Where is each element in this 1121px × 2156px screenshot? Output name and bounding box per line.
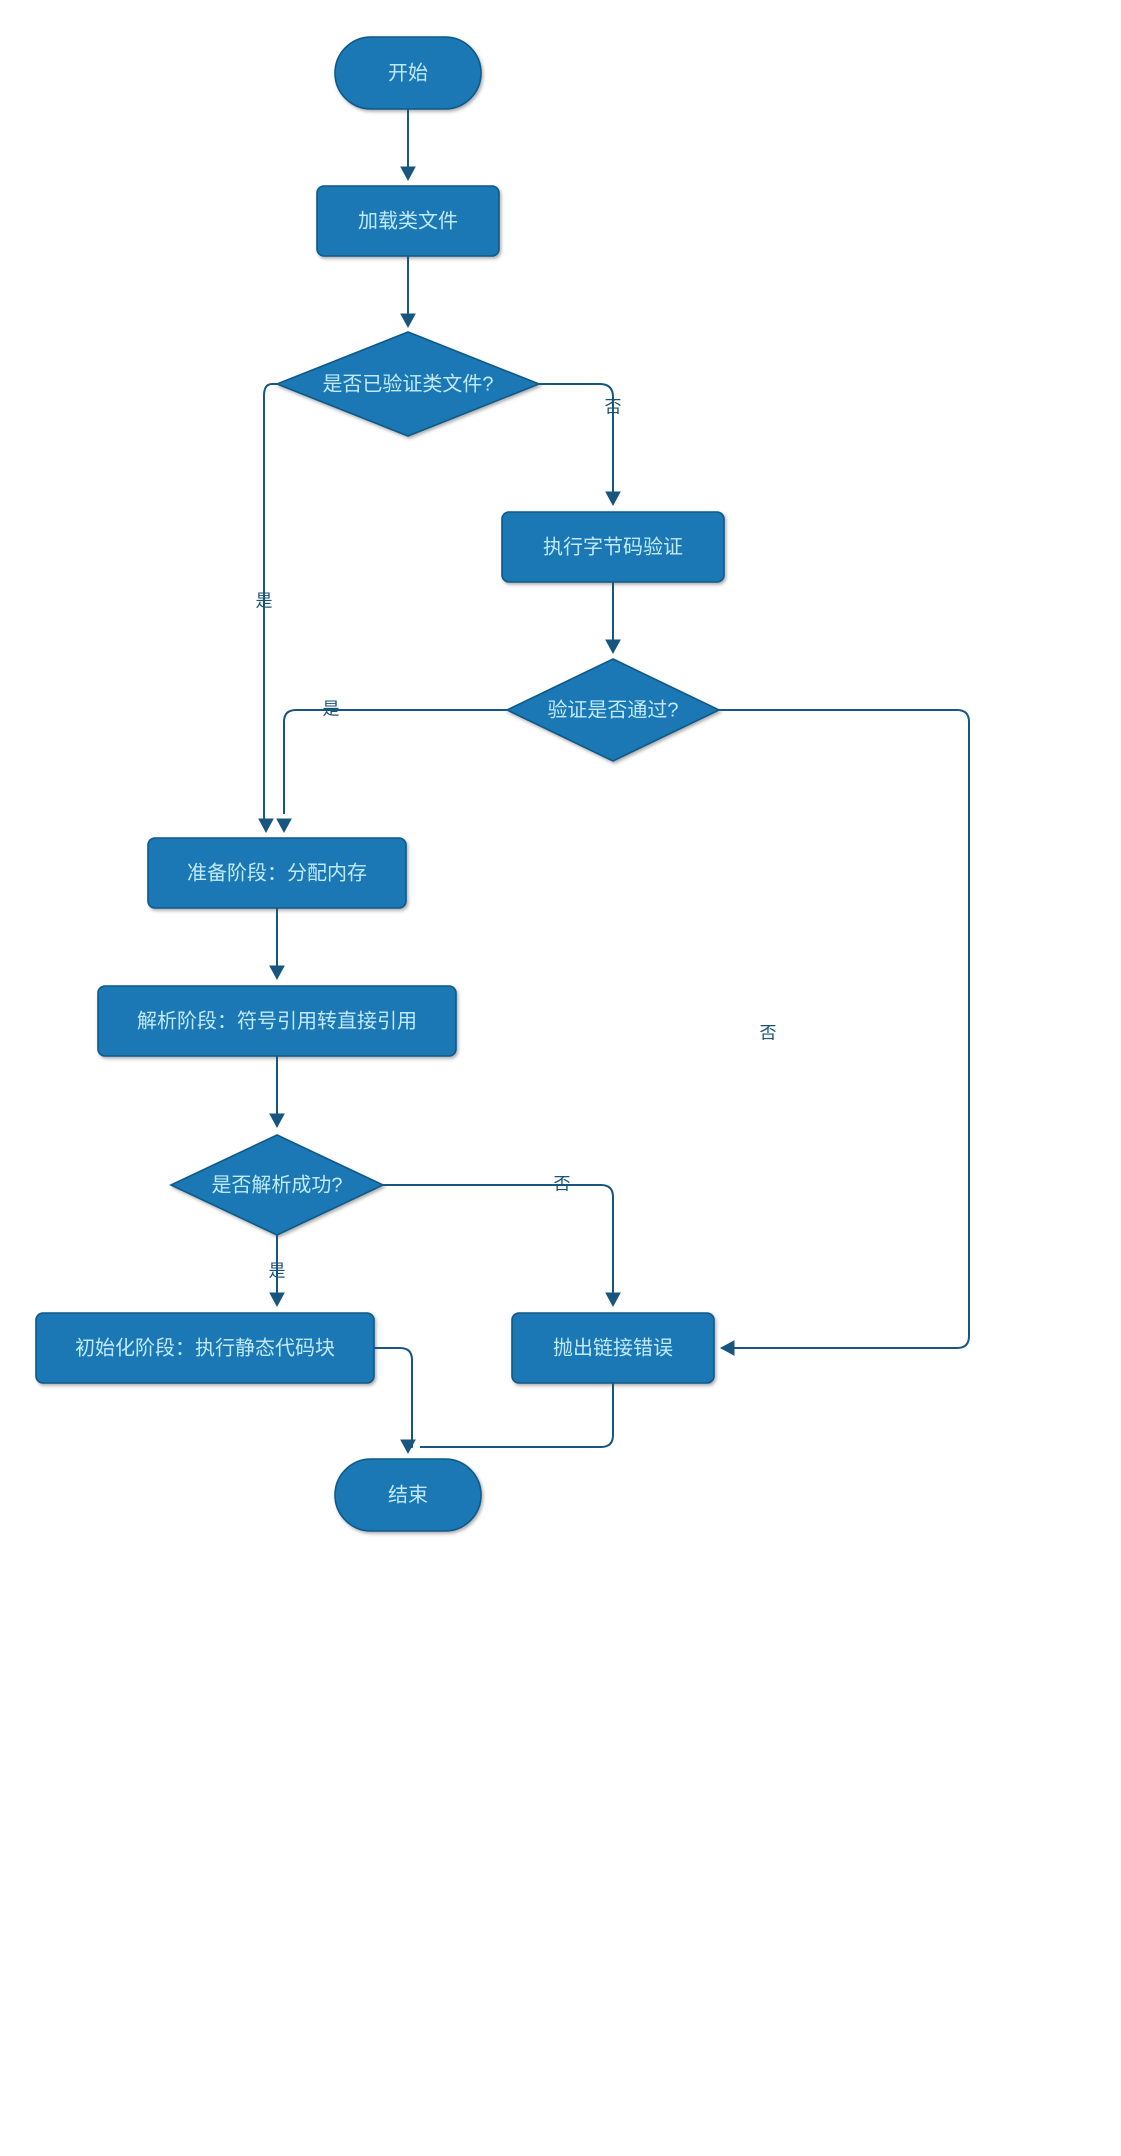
- edge-init-to-end: [374, 1347, 413, 1448]
- node-prepare[interactable]: 准备阶段：分配内存: [147, 837, 407, 909]
- node-shape-start: [334, 36, 482, 110]
- arrowhead-e-ok-no: [605, 1292, 621, 1308]
- node-shape-end: [334, 1458, 482, 1532]
- node-shape-resolve: [97, 985, 457, 1057]
- node-end[interactable]: 结束: [334, 1458, 482, 1532]
- edge-label-e-verified-no: 否: [605, 397, 622, 416]
- edge-label-e-passed-no: 否: [760, 1023, 777, 1042]
- node-ok[interactable]: 是否解析成功?: [169, 1134, 385, 1236]
- edge-error-to-end: [420, 1383, 614, 1448]
- node-resolve[interactable]: 解析阶段：符号引用转直接引用: [97, 985, 457, 1057]
- arrowhead-e-bytecode-passed: [605, 639, 621, 655]
- edge-label-e-passed-yes: 是: [323, 699, 340, 718]
- node-shape-load: [316, 185, 500, 257]
- edge-label-e-ok-yes: 是: [269, 1261, 286, 1280]
- node-error[interactable]: 抛出链接错误: [511, 1312, 715, 1384]
- node-bytecode[interactable]: 执行字节码验证: [501, 511, 725, 583]
- node-shape-error: [511, 1312, 715, 1384]
- node-start[interactable]: 开始: [334, 36, 482, 110]
- arrowhead-e-passed-no: [719, 1340, 735, 1356]
- edge-passed-to-error: [719, 709, 970, 1349]
- arrowhead-e-verified-yes: [258, 818, 274, 834]
- node-shape-ok: [169, 1134, 385, 1236]
- edge-passed-to-prepare: [283, 709, 507, 814]
- arrowhead-e-ok-yes: [269, 1292, 285, 1308]
- arrowhead-e-init-end: [400, 1439, 416, 1455]
- node-shape-bytecode: [501, 511, 725, 583]
- arrowhead-e-verified-no: [605, 491, 621, 507]
- node-verified[interactable]: 是否已验证类文件?: [274, 331, 542, 437]
- node-shape-passed: [505, 658, 721, 762]
- edge-verified-to-bytecode: [539, 383, 614, 498]
- edge-label-e-ok-no: 否: [554, 1174, 571, 1193]
- node-shape-init: [35, 1312, 375, 1384]
- arrowhead-e-resolve-ok: [269, 1113, 285, 1129]
- arrowheads-layer: [258, 166, 735, 1455]
- arrowhead-e-load-verified: [400, 313, 416, 329]
- node-shape-verified: [274, 331, 542, 437]
- arrowhead-e-prepare-resolve: [269, 965, 285, 981]
- arrowhead-e-passed-yes: [276, 818, 292, 834]
- node-init[interactable]: 初始化阶段：执行静态代码块: [35, 1312, 375, 1384]
- node-load[interactable]: 加载类文件: [316, 185, 500, 257]
- node-passed[interactable]: 验证是否通过?: [505, 658, 721, 762]
- arrowhead-e-start-load: [400, 166, 416, 182]
- edges-layer: [263, 109, 970, 1448]
- edge-ok-to-error: [383, 1184, 614, 1300]
- edge-label-e-verified-yes: 是: [256, 591, 273, 610]
- node-shape-prepare: [147, 837, 407, 909]
